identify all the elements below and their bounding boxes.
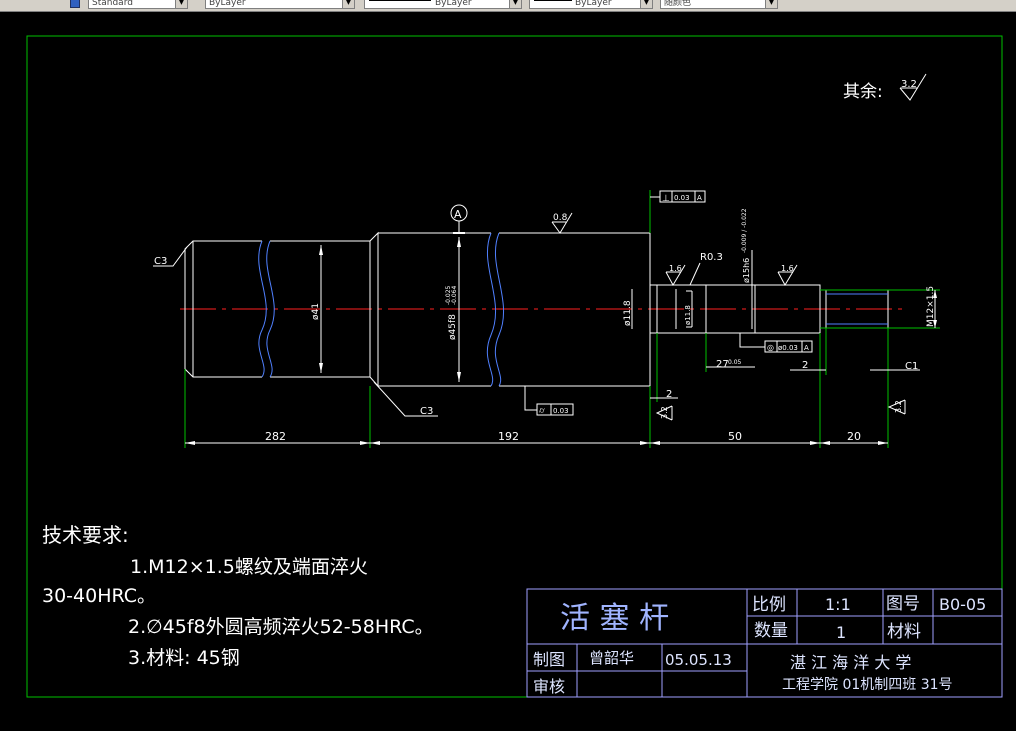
- c3-left-leader: [153, 246, 188, 267]
- dim-282: 282: [265, 430, 286, 443]
- m12-label: M12×1.5: [926, 286, 936, 327]
- notes-line3: 3.材料: 45钢: [128, 647, 240, 669]
- roughness-08: 0.8: [553, 213, 568, 223]
- text-style-icon[interactable]: [70, 0, 80, 8]
- drawing-no-label: 图号: [886, 594, 920, 614]
- chevron-down-icon[interactable]: ▼: [175, 0, 187, 8]
- part-name: 活 塞 杆: [560, 601, 669, 636]
- roughness-symbol-icon: [899, 73, 927, 101]
- drawn-by: 曾韶华: [589, 649, 634, 667]
- dimension-arrows: [185, 237, 937, 445]
- cyl-symbol: ⌭: [539, 406, 545, 415]
- chevron-down-icon[interactable]: ▼: [765, 0, 777, 8]
- checked-label: 审核: [533, 677, 565, 696]
- color-value: 随颜色: [664, 0, 692, 8]
- notes-title: 技术要求:: [42, 523, 129, 547]
- chevron-down-icon[interactable]: ▼: [640, 0, 652, 8]
- c3-left-label: C3: [154, 256, 167, 267]
- dia45-tol-lower: -0.064: [451, 285, 458, 305]
- lineweight-sample: [534, 0, 572, 1]
- groove-width-label: 27: [716, 359, 729, 370]
- properties-toolbar: Standard ▼ ByLayer ▼ ByLayer ▼ ByLayer ▼ 随颜色…: [0, 0, 1016, 12]
- dim-192: 192: [498, 430, 519, 443]
- c3-mid-label: C3: [420, 406, 433, 417]
- dia41-label: ø41: [311, 303, 321, 320]
- runout-value: ø0.03: [778, 344, 798, 352]
- title-block: [526, 588, 1003, 698]
- text-style-combo[interactable]: Standard ▼: [88, 0, 188, 9]
- extension-lines: [184, 190, 940, 448]
- chevron-down-icon[interactable]: ▼: [342, 0, 354, 8]
- color-combo[interactable]: 随颜色 ▼: [660, 0, 778, 9]
- roughness-marks: [551, 212, 906, 421]
- scale-label: 比例: [752, 595, 786, 615]
- linetype-sample: [369, 0, 431, 1]
- roughness-32b: 3.2: [894, 400, 903, 413]
- dimension-lines: [185, 237, 936, 444]
- drawn-date: 05.05.13: [665, 651, 732, 669]
- c3-mid-leader: [373, 381, 438, 417]
- layer-combo[interactable]: ByLayer ▼: [205, 0, 355, 9]
- notes-line1: 1.M12×1.5螺纹及端面淬火: [130, 556, 368, 578]
- two-b-label: 2: [802, 360, 808, 371]
- material-label: 材料: [887, 622, 921, 642]
- notes-line1b: 30-40HRC。: [42, 585, 156, 607]
- dim-20: 20: [847, 430, 861, 443]
- perp-value: 0.03: [674, 194, 690, 202]
- dim-50: 50: [728, 430, 742, 443]
- text-style-value: Standard: [92, 0, 133, 8]
- r03-leader: [689, 262, 701, 286]
- perpendicularity-frame: ⊥ 0.03 A: [650, 190, 706, 204]
- roughness-32a: 3.2: [660, 406, 669, 419]
- cyl-value: 0.03: [553, 407, 569, 415]
- dia45-tol-upper: -0.025: [445, 285, 452, 305]
- scale-value: 1:1: [825, 595, 851, 614]
- qty-value: 1: [836, 623, 846, 642]
- dia11-8-small-label: ø11.8: [684, 305, 692, 325]
- groove-tol-label: 0.05: [728, 359, 742, 366]
- roughness-general-value: 3.2: [901, 79, 917, 90]
- roughness-general-label: 其余:: [843, 82, 883, 102]
- cylindricity-frame: ⌭ 0.03: [524, 386, 574, 416]
- c1-label: C1: [905, 361, 918, 372]
- drawing-no: B0-05: [939, 595, 986, 614]
- two-a-label: 2: [666, 389, 672, 400]
- dia15-label: ø15h6: [742, 258, 751, 283]
- r03-label: R0.3: [700, 252, 723, 263]
- datum-a-letter: A: [454, 208, 462, 221]
- perp-symbol: ⊥: [662, 194, 670, 204]
- roughness-16a: 1.6: [669, 264, 682, 273]
- department: 工程学院 01机制四班 31号: [782, 677, 953, 693]
- dia15-tol: -0.009 / -0.022: [741, 208, 748, 253]
- linetype-value: ByLayer: [435, 0, 472, 8]
- layer-value: ByLayer: [209, 0, 246, 8]
- lineweight-combo[interactable]: ByLayer ▼: [529, 0, 653, 9]
- runout-symbol: ◎: [767, 343, 774, 352]
- drawing-frame: [26, 35, 1003, 698]
- break-lines: [258, 232, 504, 387]
- roughness-16b: 1.6: [781, 264, 794, 273]
- linetype-combo[interactable]: ByLayer ▼: [364, 0, 522, 9]
- school-name: 湛 江 海 洋 大 学: [790, 653, 911, 672]
- runout-frame: ◎ ø0.03 A: [739, 333, 813, 353]
- drawn-label: 制图: [533, 650, 565, 669]
- notes-line2: 2.∅45f8外圆高频淬火52-58HRC。: [128, 616, 434, 638]
- dia11-8-label: ø11.8: [623, 300, 633, 326]
- dia45-label: ø45f8: [448, 314, 458, 340]
- qty-label: 数量: [754, 621, 788, 641]
- runout-datum: A: [804, 344, 809, 352]
- chevron-down-icon[interactable]: ▼: [509, 0, 521, 8]
- lineweight-value: ByLayer: [575, 0, 612, 8]
- perp-datum: A: [697, 194, 702, 202]
- drawing-canvas[interactable]: 其余: 3.2: [0, 11, 1016, 731]
